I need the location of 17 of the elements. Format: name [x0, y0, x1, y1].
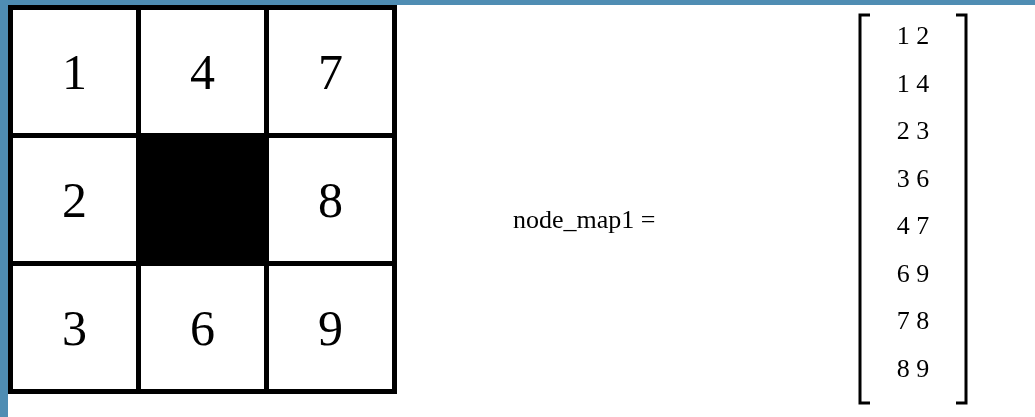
- cell-number: 1: [62, 42, 87, 101]
- cell-number: 4: [190, 42, 215, 101]
- matrix-row-text: 7 8: [895, 306, 931, 336]
- cell-number: 2: [62, 170, 87, 229]
- matrix-row-text: 8 9: [895, 353, 931, 384]
- equation-label: node_map1 =: [513, 205, 656, 235]
- matrix-row-text: 1 4: [895, 68, 931, 99]
- cell-number: 9: [318, 298, 343, 357]
- matrix-row-text: 6 9: [895, 258, 931, 289]
- cell-number: 8: [318, 170, 343, 229]
- matrix-row-text: 3 6: [895, 163, 931, 194]
- matrix-row-text: 1 2: [895, 21, 931, 51]
- cell-number: 7: [318, 42, 343, 101]
- cell-number: 6: [190, 298, 215, 357]
- matrix-row-text: 2 3: [895, 116, 931, 146]
- cell-number: 3: [62, 298, 87, 357]
- matrix-row-text: 4 7: [895, 211, 931, 241]
